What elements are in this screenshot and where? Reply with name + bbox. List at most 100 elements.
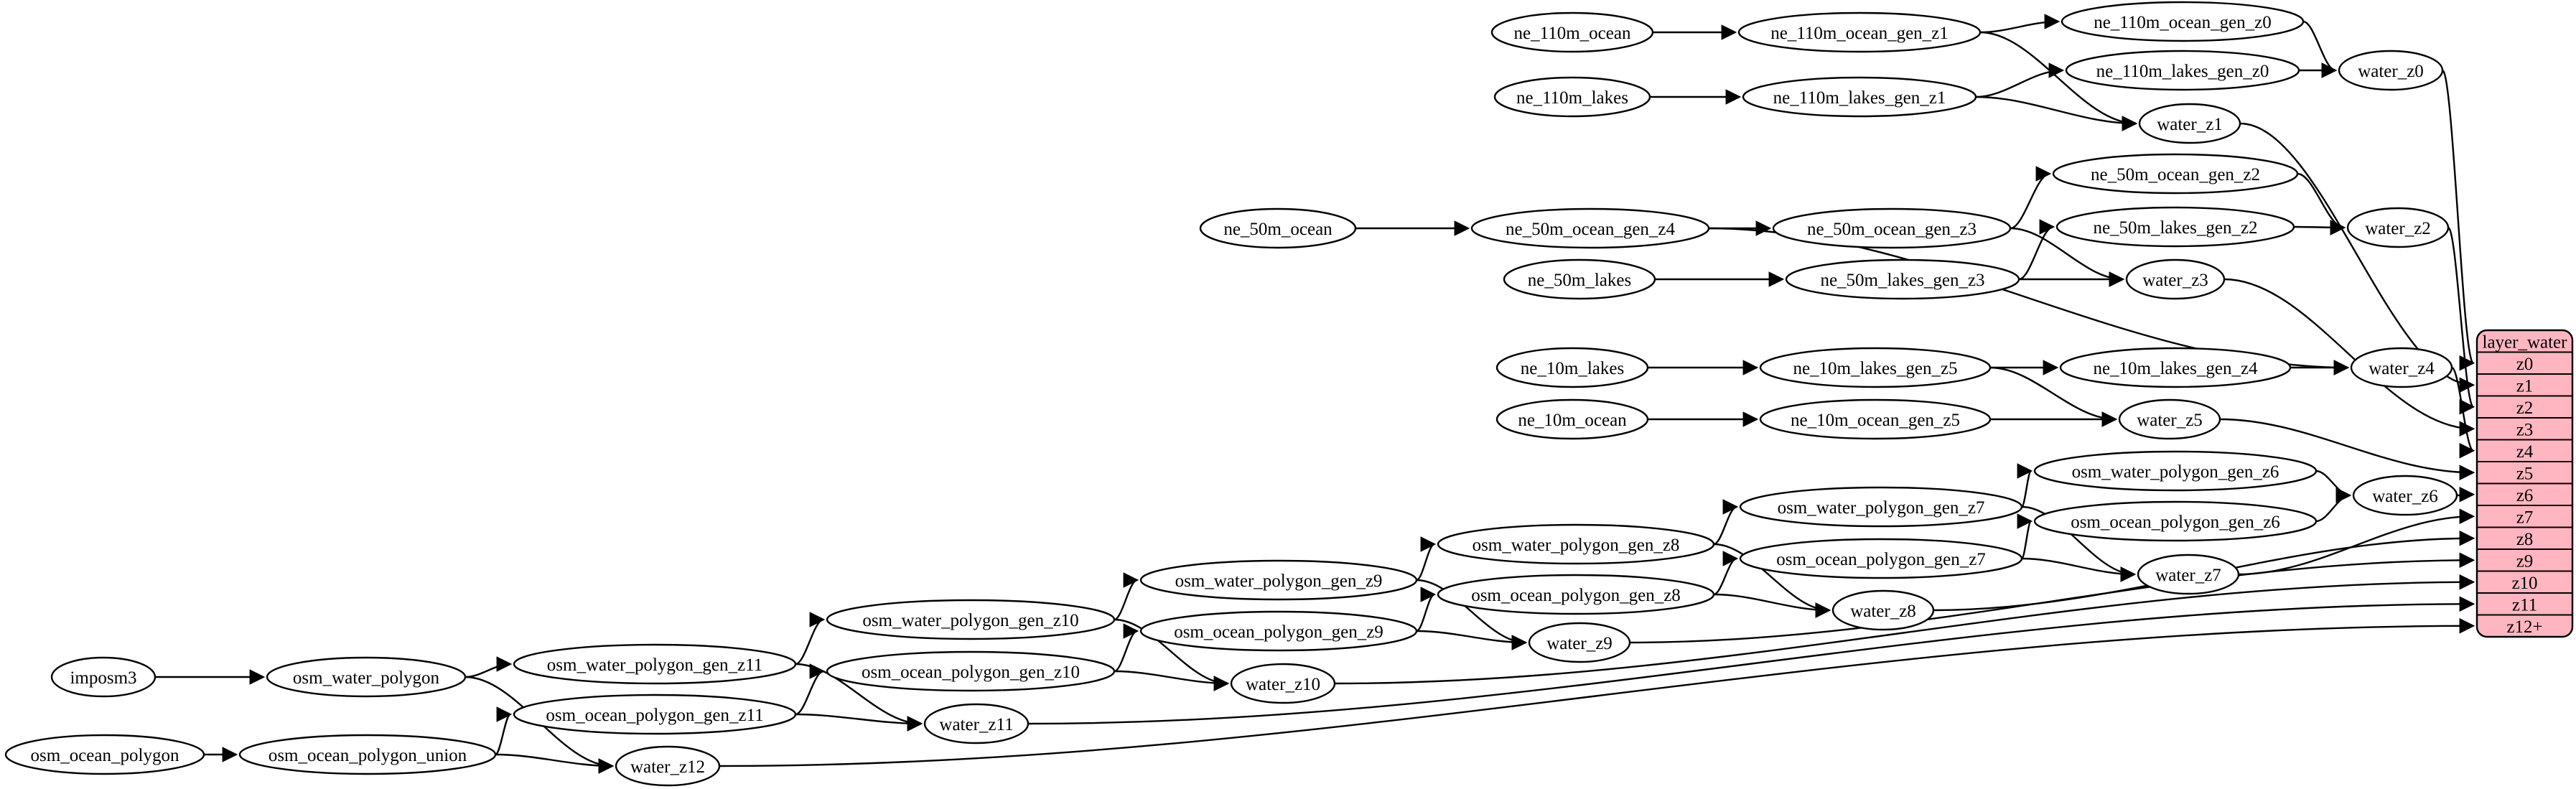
node-label-ne_50m_ocean_gen_z4: ne_50m_ocean_gen_z4 — [1506, 220, 1676, 239]
node-label-ne_50m_lakes: ne_50m_lakes — [1528, 271, 1631, 290]
edge-osm_water_polygon_gen_z8--osm_water_polygon_gen_z7 — [1713, 499, 1739, 546]
node-shape-osm_water_polygon_gen_z7 — [1739, 486, 2023, 528]
node-label-ne_10m_lakes_gen_z5: ne_10m_lakes_gen_z5 — [1793, 359, 1957, 378]
node-label-water_z10: water_z10 — [1246, 675, 1320, 694]
node-label-osm_ocean_polygon_gen_z7: osm_ocean_polygon_gen_z7 — [1776, 550, 1986, 569]
node-label-water_z7: water_z7 — [2155, 566, 2221, 585]
node-water_z2: water_z2 — [2346, 207, 2450, 248]
node-shape-water_z3 — [2125, 258, 2226, 300]
node-shape-osm_ocean_polygon — [4, 734, 205, 775]
node-shape-water_z12 — [615, 745, 721, 787]
node-ne_10m_lakes_gen_z5: ne_10m_lakes_gen_z5 — [1759, 347, 1992, 388]
edge-ne_110m_ocean_gen_z1--ne_110m_ocean_gen_z0 — [1979, 14, 2061, 34]
node-osm_water_polygon_gen_z6: osm_water_polygon_gen_z6 — [2033, 450, 2318, 492]
node-shape-ne_110m_lakes_gen_z0 — [2065, 50, 2300, 91]
node-osm_water_polygon_gen_z10: osm_water_polygon_gen_z10 — [826, 599, 1116, 640]
node-water_z1: water_z1 — [2138, 103, 2241, 144]
edge-osm_ocean_polygon_gen_z10--osm_ocean_polygon_gen_z9 — [1114, 623, 1139, 673]
node-shape-ne_10m_lakes_gen_z5 — [1759, 347, 1992, 388]
node-ne_110m_lakes_gen_z1: ne_110m_lakes_gen_z1 — [1742, 76, 1977, 118]
node-ne_50m_ocean_gen_z4: ne_50m_ocean_gen_z4 — [1470, 207, 1710, 249]
edge-osm_ocean_polygon_gen_z7--water_z7 — [2021, 557, 2137, 582]
node-osm_ocean_polygon: osm_ocean_polygon — [4, 734, 205, 775]
node-shape-osm_water_polygon_gen_z9 — [1139, 559, 1418, 601]
edge-osm_ocean_polygon_gen_z11--water_z11 — [795, 713, 923, 732]
node-label-osm_ocean_polygon: osm_ocean_polygon — [31, 746, 179, 765]
table-row-z5: z5 — [2516, 464, 2534, 483]
edge-water_z9--layer-water-z9 — [1629, 552, 2475, 644]
edge-water_z0--layer-water-z0 — [2441, 69, 2475, 371]
node-shape-ne_110m_lakes — [1493, 76, 1651, 118]
edge-water_z5--layer-water-z5 — [2219, 418, 2475, 481]
node-shape-ne_50m_ocean_gen_z2 — [2052, 153, 2299, 195]
node-shape-ne_10m_lakes_gen_z4 — [2059, 347, 2292, 388]
table-row-z6: z6 — [2516, 486, 2534, 505]
node-label-osm_ocean_polygon_gen_z10: osm_ocean_polygon_gen_z10 — [862, 663, 1080, 682]
node-ne_50m_lakes_gen_z3: ne_50m_lakes_gen_z3 — [1785, 258, 2020, 300]
edge-osm_ocean_polygon_gen_z8--water_z8 — [1713, 593, 1831, 618]
node-ne_10m_lakes: ne_10m_lakes — [1495, 347, 1649, 388]
edge-water_z4--layer-water-z4 — [2450, 366, 2475, 459]
node-label-water_z2: water_z2 — [2365, 219, 2431, 238]
node-osm_ocean_polygon_gen_z10: osm_ocean_polygon_gen_z10 — [826, 650, 1116, 692]
edge-osm_water_polygon--osm_water_polygon_gen_z11 — [465, 656, 513, 678]
edge-water_z10--layer-water-z10 — [1334, 574, 2475, 685]
node-label-ne_50m_lakes_gen_z2: ne_50m_lakes_gen_z2 — [2093, 218, 2257, 238]
node-water_z8: water_z8 — [1831, 589, 1935, 631]
node-label-ne_110m_lakes: ne_110m_lakes — [1516, 88, 1628, 108]
node-ne_110m_lakes: ne_110m_lakes — [1493, 76, 1651, 118]
node-osm_water_polygon_gen_z8: osm_water_polygon_gen_z8 — [1437, 523, 1715, 565]
node-water_z0: water_z0 — [2338, 50, 2444, 91]
node-shape-osm_water_polygon_gen_z6 — [2033, 450, 2318, 492]
edge-layer — [154, 14, 2475, 774]
node-shape-ne_110m_ocean_gen_z0 — [2061, 1, 2305, 42]
node-label-ne_110m_lakes_gen_z1: ne_110m_lakes_gen_z1 — [1773, 88, 1946, 108]
node-ne_10m_lakes_gen_z4: ne_10m_lakes_gen_z4 — [2059, 347, 2292, 388]
edge-water_z11--layer-water-z11 — [1027, 596, 2475, 725]
node-shape-osm_ocean_polygon_gen_z10 — [826, 650, 1116, 692]
node-label-water_z11: water_z11 — [939, 715, 1013, 734]
node-imposm3: imposm3 — [50, 656, 157, 698]
node-shape-water_z5 — [2118, 398, 2221, 440]
node-water_z11: water_z11 — [923, 703, 1030, 744]
node-osm_water_polygon_gen_z7: osm_water_polygon_gen_z7 — [1739, 486, 2023, 528]
node-ne_110m_ocean_gen_z0: ne_110m_ocean_gen_z0 — [2061, 1, 2305, 42]
node-shape-water_z2 — [2346, 207, 2450, 248]
node-label-water_z9: water_z9 — [1546, 634, 1613, 653]
node-osm_ocean_polygon_union: osm_ocean_polygon_union — [238, 734, 497, 775]
edge-ne_50m_lakes_gen_z3--ne_50m_lakes_gen_z2 — [2018, 219, 2055, 281]
node-shape-osm_ocean_polygon_union — [238, 734, 497, 775]
node-label-ne_50m_ocean_gen_z3: ne_50m_ocean_gen_z3 — [1807, 220, 1977, 239]
node-label-osm_water_polygon_gen_z10: osm_water_polygon_gen_z10 — [862, 611, 1078, 630]
edge-ne_110m_lakes_gen_z1--water_z1 — [1975, 95, 2138, 131]
node-shape-osm_ocean_polygon_gen_z11 — [513, 694, 797, 735]
node-label-osm_water_polygon_gen_z7: osm_water_polygon_gen_z7 — [1778, 498, 1985, 518]
node-label-ne_50m_ocean_gen_z2: ne_50m_ocean_gen_z2 — [2091, 165, 2260, 185]
table-row-z0: z0 — [2516, 355, 2534, 374]
node-shape-water_z0 — [2338, 50, 2444, 91]
edge-ne_110m_lakes_gen_z1--ne_110m_lakes_gen_z0 — [1975, 62, 2065, 98]
table-title: layer_water — [2483, 332, 2568, 352]
table-row-z1: z1 — [2516, 376, 2534, 396]
node-osm_ocean_polygon_gen_z11: osm_ocean_polygon_gen_z11 — [513, 694, 797, 735]
edge-ne_50m_ocean_gen_z4--water_z4 — [1708, 227, 2350, 375]
edge-osm_ocean_polygon_gen_z7--osm_ocean_polygon_gen_z6 — [2017, 513, 2033, 560]
node-label-water_z0: water_z0 — [2358, 62, 2424, 81]
node-shape-ne_10m_lakes — [1495, 347, 1649, 388]
edge-osm_water_polygon_gen_z7--osm_water_polygon_gen_z6 — [2017, 463, 2033, 508]
layer-water-table: layer_waterz0z1z2z3z4z5z6z7z8z9z10z11z12… — [2475, 329, 2574, 638]
edge-water_z3--layer-water-z3 — [2223, 278, 2475, 437]
node-ne_50m_ocean_gen_z2: ne_50m_ocean_gen_z2 — [2052, 153, 2299, 195]
node-water_z4: water_z4 — [2350, 347, 2453, 388]
table-row-z9: z9 — [2516, 551, 2534, 571]
edge-osm_ocean_polygon_gen_z6--water_z6 — [2315, 487, 2352, 523]
table-row-z3: z3 — [2516, 420, 2534, 439]
edge-osm_water_polygon_gen_z10--osm_water_polygon_gen_z9 — [1114, 572, 1139, 621]
edge-water_z12--layer-water-z12+ — [719, 617, 2475, 767]
table-row-z11: z11 — [2512, 595, 2537, 615]
node-label-ne_110m_ocean_gen_z1: ne_110m_ocean_gen_z1 — [1770, 24, 1949, 43]
node-label-ne_10m_ocean: ne_10m_ocean — [1518, 411, 1627, 430]
node-osm_ocean_polygon_gen_z9: osm_ocean_polygon_gen_z9 — [1139, 610, 1418, 652]
node-ne_110m_lakes_gen_z0: ne_110m_lakes_gen_z0 — [2065, 50, 2300, 91]
